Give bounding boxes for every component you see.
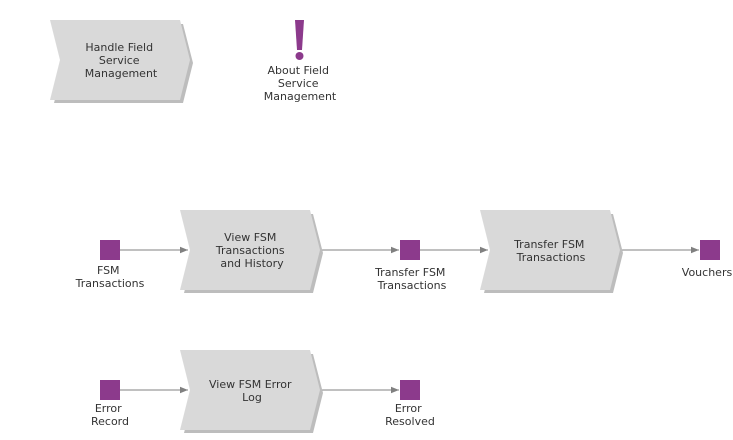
event-label: Error Resolved [385,402,435,428]
note-label-line: Service [278,77,319,90]
event-label-line: Transfer FSM [374,266,445,279]
process-label-line: Service [99,54,140,67]
event-square [400,380,420,400]
vouchers-event[interactable]: Vouchers [682,240,733,279]
chevron-shape [50,20,190,100]
chevron-shape [480,210,620,290]
event-label: Error Record [91,402,129,428]
event-square [400,240,420,260]
event-label-line: Record [91,415,129,428]
process-label: View FSM Transactions and History [215,231,288,270]
error-resolved-event[interactable]: Error Resolved [385,380,435,428]
note-label: About Field Service Management [264,64,337,103]
event-square [700,240,720,260]
event-label-line: Transactions [75,277,145,290]
chevron-shape [180,350,320,430]
fsm-transactions-event[interactable]: FSM Transactions [75,240,145,290]
process-label-line: View FSM [224,231,276,244]
process-label-line: Transactions [215,244,285,257]
process-label-line: Handle Field [85,41,153,54]
event-square [100,380,120,400]
event-label: FSM Transactions [75,264,145,290]
event-label-line: Transactions [377,279,447,292]
event-label-line: Vouchers [682,266,733,279]
transfer-fsm-transactions-process[interactable]: Transfer FSM Transactions [480,210,623,293]
chevron-shape [180,210,320,290]
process-label-line: Management [85,67,158,80]
event-label: Vouchers [682,266,733,279]
process-label-line: Log [242,391,262,404]
process-label: View FSM Error Log [209,378,295,404]
event-label-line: Resolved [385,415,435,428]
event-label-line: Error [395,402,422,415]
exclamation-icon [295,20,304,60]
event-label-line: FSM [97,264,120,277]
process-label-line: and History [220,257,284,270]
handle-field-service-management-process[interactable]: Handle Field Service Management [50,20,193,103]
process-label: Transfer FSM Transactions [513,238,588,264]
error-record-event[interactable]: Error Record [91,380,129,428]
transfer-fsm-transactions-event[interactable]: Transfer FSM Transactions [374,240,449,292]
note-label-line: About Field [268,64,329,77]
process-label-line: View FSM Error [209,378,292,391]
note-label-line: Management [264,90,337,103]
process-label: Handle Field Service Management [85,41,158,80]
event-label: Transfer FSM Transactions [374,266,449,292]
event-square [100,240,120,260]
view-fsm-transactions-and-history-process[interactable]: View FSM Transactions and History [180,210,323,293]
view-fsm-error-log-process[interactable]: View FSM Error Log [180,350,323,433]
event-label-line: Error [95,402,122,415]
about-field-service-management-note[interactable]: About Field Service Management [264,20,337,103]
process-label-line: Transfer FSM [513,238,584,251]
process-label-line: Transactions [516,251,586,264]
